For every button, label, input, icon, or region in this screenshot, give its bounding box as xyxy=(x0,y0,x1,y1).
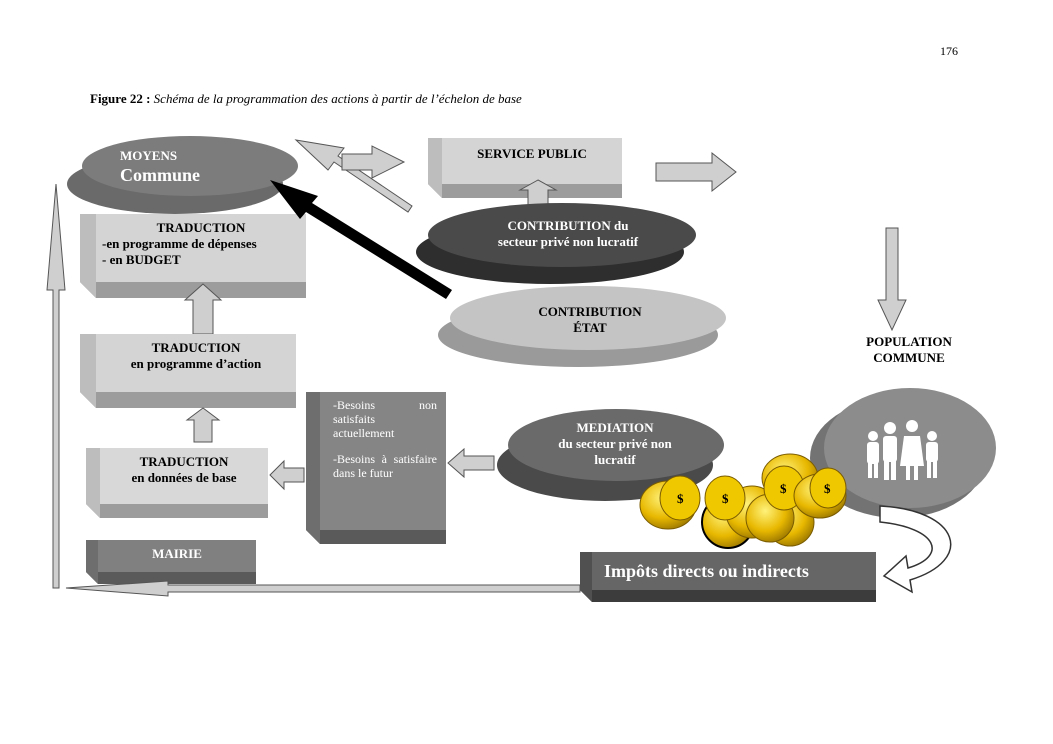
moyens-line2: Commune xyxy=(120,165,200,185)
besoins-item2: -Besoins à satisfaire dans le futur xyxy=(333,452,437,480)
population-line2: COMMUNE xyxy=(873,350,945,365)
traduction-budget-box xyxy=(80,214,306,298)
mediation-line1: MEDIATION xyxy=(576,420,654,435)
service-public-label: SERVICE PUBLIC xyxy=(477,146,587,161)
up-arrow-2 xyxy=(185,407,221,443)
besoins-item1: -Besoins non satisfaits actuellement xyxy=(333,398,437,440)
traduction-base-box xyxy=(86,448,268,518)
right-arrow-service xyxy=(341,145,406,179)
contribution-etat-ellipse xyxy=(438,286,726,367)
besoins-box xyxy=(306,392,446,544)
traduction-budget-line3: - en BUDGET xyxy=(102,252,181,267)
mediation-label: MEDIATION du secteur privé non lucratif xyxy=(530,420,700,468)
down-arrow-population xyxy=(877,227,907,332)
traduction-budget-line2: -en programme de dépenses xyxy=(102,236,257,251)
curved-arrow xyxy=(879,505,952,594)
contribution-etat-line1: CONTRIBUTION xyxy=(538,304,642,319)
black-diagonal-arrow xyxy=(270,180,452,299)
contribution-prive-label: CONTRIBUTION du secteur privé non lucrat… xyxy=(448,218,688,250)
besoins-label: -Besoins non satisfaits actuellement -Be… xyxy=(333,398,437,480)
traduction-base-label: TRADUCTION en données de base xyxy=(100,454,268,486)
coins-icon: $ $ $ $ xyxy=(639,453,847,549)
left-arrow-needs xyxy=(269,459,305,491)
moyens-label: MOYENS Commune xyxy=(120,148,200,186)
traduction-base-line1: TRADUCTION xyxy=(139,454,229,469)
coin-symbol-1: $ xyxy=(677,491,684,506)
gray-diagonal-arrow xyxy=(294,139,413,213)
coin-symbol-4: $ xyxy=(824,481,831,496)
population-label: POPULATION COMMUNE xyxy=(846,334,972,366)
contribution-etat-label: CONTRIBUTION ÉTAT xyxy=(480,304,700,336)
traduction-budget-line1: TRADUCTION xyxy=(156,220,246,235)
mediation-line3: lucratif xyxy=(594,452,636,467)
traduction-action-label: TRADUCTION en programme d’action xyxy=(96,340,296,372)
traduction-action-line2: en programme d’action xyxy=(130,356,262,371)
moyens-ellipse xyxy=(67,136,298,214)
contribution-prive-line2: secteur privé non lucratif xyxy=(497,234,639,249)
population-line1: POPULATION xyxy=(866,334,952,349)
impots-label: Impôts directs ou indirects xyxy=(604,561,809,581)
traduction-action-line1: TRADUCTION xyxy=(151,340,241,355)
service-public-box xyxy=(428,138,622,198)
coin-symbol-2: $ xyxy=(722,491,729,506)
traduction-budget-label: TRADUCTION -en programme de dépenses - e… xyxy=(96,220,306,268)
traduction-base-line2: en données de base xyxy=(131,470,237,485)
caption-label: Figure 22 : xyxy=(90,91,151,106)
impots-box xyxy=(580,552,876,602)
coin-symbol-3: $ xyxy=(780,481,787,496)
mairie-box xyxy=(86,540,256,584)
contribution-prive-ellipse xyxy=(416,203,696,284)
bottom-left-arrow xyxy=(65,580,581,597)
caption-text: Schéma de la programmation des actions à… xyxy=(153,91,522,106)
family-icon xyxy=(867,420,938,480)
left-up-arrow xyxy=(46,183,66,589)
traduction-action-box xyxy=(80,334,296,408)
right-arrow-population xyxy=(655,151,737,193)
figure-caption: Figure 22 : Schéma de la programmation d… xyxy=(90,91,522,107)
contribution-prive-line1: CONTRIBUTION du xyxy=(507,218,629,233)
mairie-label: MAIRIE xyxy=(152,546,202,561)
moyens-line1: MOYENS xyxy=(120,148,178,163)
page-number: 176 xyxy=(940,44,958,58)
left-arrow-mediation xyxy=(447,447,495,479)
contribution-etat-line2: ÉTAT xyxy=(573,320,607,335)
mediation-line2: du secteur privé non xyxy=(558,436,672,451)
